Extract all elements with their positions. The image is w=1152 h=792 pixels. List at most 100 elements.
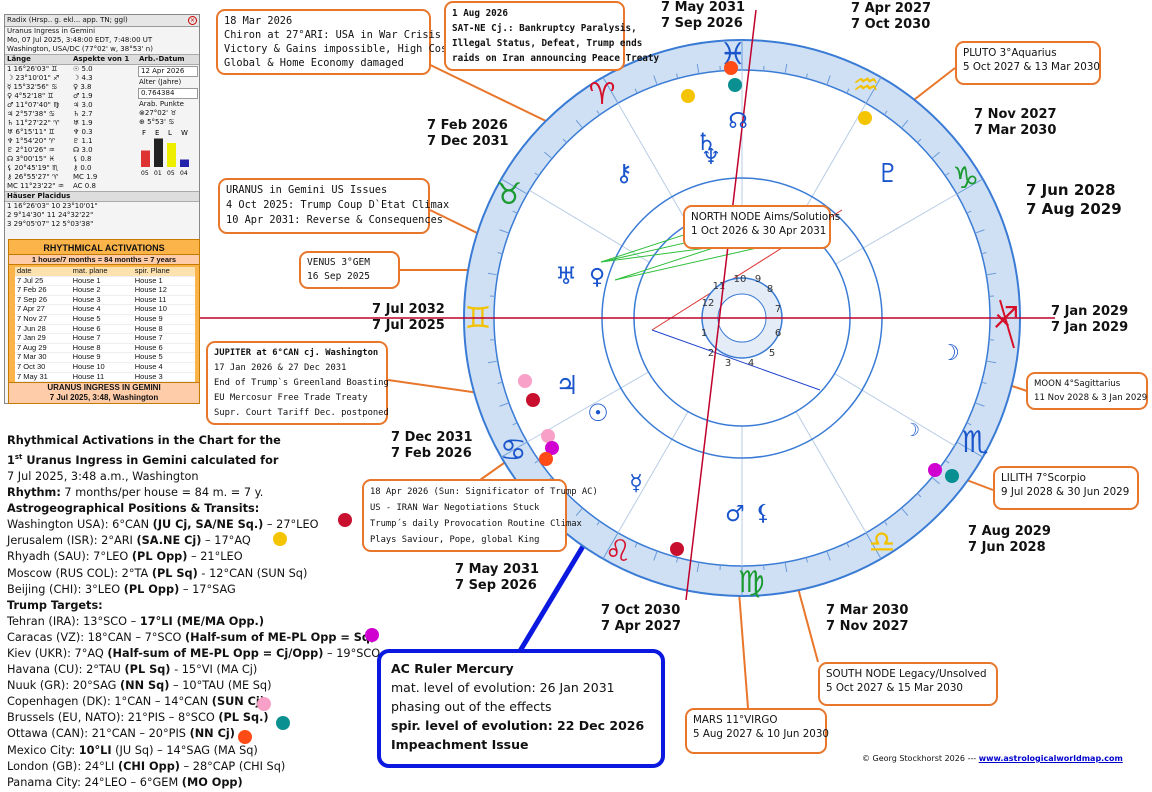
element-bar xyxy=(154,138,163,167)
zodiac-sign-icon: ♒ xyxy=(852,68,879,103)
degree-tick xyxy=(883,110,888,116)
aspect-strength: MC 1.9 xyxy=(73,173,98,181)
degree-tick xyxy=(974,229,985,234)
text-line: Rhyadh (SAU): 7°LEO (PL Opp) – 21°LEO xyxy=(7,549,387,565)
age-field[interactable]: 0.764384 xyxy=(138,88,198,99)
text-segment: Moscow (RUS COL): 2°TA xyxy=(7,566,152,580)
zodiac-sign-icon: ♉ xyxy=(495,177,522,212)
element-bar-label: 05 xyxy=(167,170,175,177)
element-letter: W xyxy=(181,129,188,137)
copyright: © Georg Stockhorst 2026 --- www.astrolog… xyxy=(862,754,1123,763)
element-bar-label: 01 xyxy=(154,170,162,177)
degree-tick xyxy=(986,360,997,364)
date-text: 7 Aug 2029 xyxy=(968,524,1051,539)
table-cell: House 5 xyxy=(132,353,195,363)
planet-glyph-icon: ☿ xyxy=(629,471,643,496)
venus-box: VENUS 3°GEM 16 Sep 2025 xyxy=(299,251,400,289)
box-line: Illegal Status, Defeat, Trump ends xyxy=(452,38,643,49)
text-segment: – 10°TAU (ME Sq) xyxy=(169,679,272,693)
work-date-field[interactable]: 12 Apr 2026 xyxy=(138,66,198,77)
chiron-box: 18 Mar 2026 Chiron at 27°ARI: USA in War… xyxy=(216,9,460,75)
aspect-strength: ⚷ 0.0 xyxy=(73,164,92,172)
planet-glyph-icon: ⚷ xyxy=(615,159,633,187)
degree-tick xyxy=(575,120,583,129)
positions-column: Länge 1 16°26'03" ♊☽ 23°10'01" ♐☿ 15°32'… xyxy=(5,54,71,191)
panel-line: Washington, USA/DC (77°02' w, 38°53' n) xyxy=(7,45,153,53)
degree-tick xyxy=(944,459,950,464)
box-line: MOON 4°Sagittarius xyxy=(1034,379,1121,389)
text-segment: Washington USA): 6°CAN xyxy=(7,518,153,532)
explanation-text: Rhythmical Activations in the Chart for … xyxy=(7,433,387,791)
col-header: mat. plane xyxy=(70,266,133,277)
degree-tick xyxy=(534,459,540,464)
degree-tick xyxy=(931,151,940,159)
astro-heading: Astrogeographical Positions & Transits: xyxy=(7,502,260,516)
table-cell: House 7 xyxy=(70,334,133,344)
box-line: 5 Aug 2027 & 10 Jun 2030 xyxy=(693,728,829,740)
degree-tick xyxy=(596,110,601,116)
degree-tick xyxy=(917,138,922,143)
degree-tick xyxy=(901,507,909,516)
text-segment: (SUN Cj) xyxy=(211,695,265,709)
table-cell: 7 Jun 28 xyxy=(15,324,71,335)
city-marker xyxy=(928,463,942,477)
text-segment: Jerusalem (ISR): 2°ARI xyxy=(7,534,137,548)
text-segment: – 21°LEO xyxy=(187,550,243,564)
table-cell: House 12 xyxy=(132,286,195,296)
date-text: 7 Jun 2028 xyxy=(968,540,1046,555)
element-bar-label: 04 xyxy=(180,170,188,177)
text-segment: Havana (CU): 2°TAU xyxy=(7,663,125,677)
text-segment: (JU Cj, SA/NE Sq.) xyxy=(152,518,264,532)
aspects-header: Aspekte von 1 xyxy=(71,54,137,65)
text-line: Nuuk (GR): 20°SAG (NN Sq) – 10°TAU (ME S… xyxy=(7,678,387,694)
ottawa-dot xyxy=(238,730,252,744)
house-row: 2 9°14'30" 11 24°32'22" xyxy=(7,211,94,219)
close-icon[interactable]: × xyxy=(188,16,197,25)
midheaven-axis xyxy=(685,9,757,601)
box-line: MARS 11°VIRGO xyxy=(693,714,778,726)
zodiac-sign-icon: ♍ xyxy=(738,565,765,600)
website-link[interactable]: www.astrologicalworldmap.com xyxy=(978,754,1123,763)
date-text: 7 Sep 2026 xyxy=(455,578,537,593)
degree-tick xyxy=(784,63,788,74)
degree-tick xyxy=(602,76,619,104)
text-line: Tehran (IRA): 13°SCO – 17°LI (ME/MA Opp.… xyxy=(7,614,387,630)
text-segment: Panama City: 24°LEO – 6°GEM xyxy=(7,775,182,789)
degree-tick xyxy=(865,532,882,560)
rhythm-value: 7 months/per house = 84 m. = 7 y. xyxy=(60,486,264,500)
box-line: 17 Jan 2026 & 27 Dec 2031 xyxy=(214,363,347,373)
text-line: Beijing (CHI): 3°LEO (PL Opp) – 17°SAG xyxy=(7,582,387,598)
table-cell: House 6 xyxy=(132,343,195,354)
text-segment: (SA.NE Cj) xyxy=(136,534,202,548)
degree-tick xyxy=(826,75,831,86)
aspect-strength: ⚸ 0.8 xyxy=(73,155,92,163)
degree-tick xyxy=(901,120,909,129)
house-row: 1 16°26'03" 10 23°10'01" xyxy=(7,202,98,210)
uranus-box: URANUS in Gemini US Issues 4 Oct 2025: T… xyxy=(218,178,449,234)
planet-position: MC 11°23'22" ♒ xyxy=(7,182,65,190)
house-number: 6 xyxy=(775,328,781,339)
text-line: London (GB): 24°LI (CHI Opp) – 28°CAP (C… xyxy=(7,759,387,775)
south-node-box: SOUTH NODE Legacy/Unsolved 5 Oct 2027 & … xyxy=(818,662,998,706)
rhythm-footer-line: 7 Jul 2025, 3:48, Washington xyxy=(49,393,159,402)
planet-position: ⚷ 26°55'27" ♈ xyxy=(7,173,59,181)
planet-position: ♅ 6°15'11" ♊ xyxy=(7,128,55,136)
table-cell: House 9 xyxy=(70,353,133,363)
rhythm-label: Rhythm: xyxy=(7,486,61,500)
text-segment: Caracas (VZ): 18°CAN – 7°SCO xyxy=(7,630,185,644)
box-line: SAT-NE Cj.: Bankruptcy Paralysis, xyxy=(452,23,637,34)
degree-tick xyxy=(634,542,638,548)
panel-header: Radix (Hrsp.. g. ekl... app. TN; ggl) × xyxy=(5,15,199,27)
aspects-column: Aspekte von 1 ☉ 5.0☽ 4.3♀ 3.8♂ 1.9♃ 3.0♄… xyxy=(71,54,137,191)
planet-position: ♄ 11°27'22" ♈ xyxy=(7,119,60,127)
heading-text: Uranus Ingress in Gemini calculated for xyxy=(22,453,279,467)
box-line: 1 Aug 2026 xyxy=(452,8,508,19)
date-text: 7 Mar 2030 xyxy=(974,123,1057,138)
